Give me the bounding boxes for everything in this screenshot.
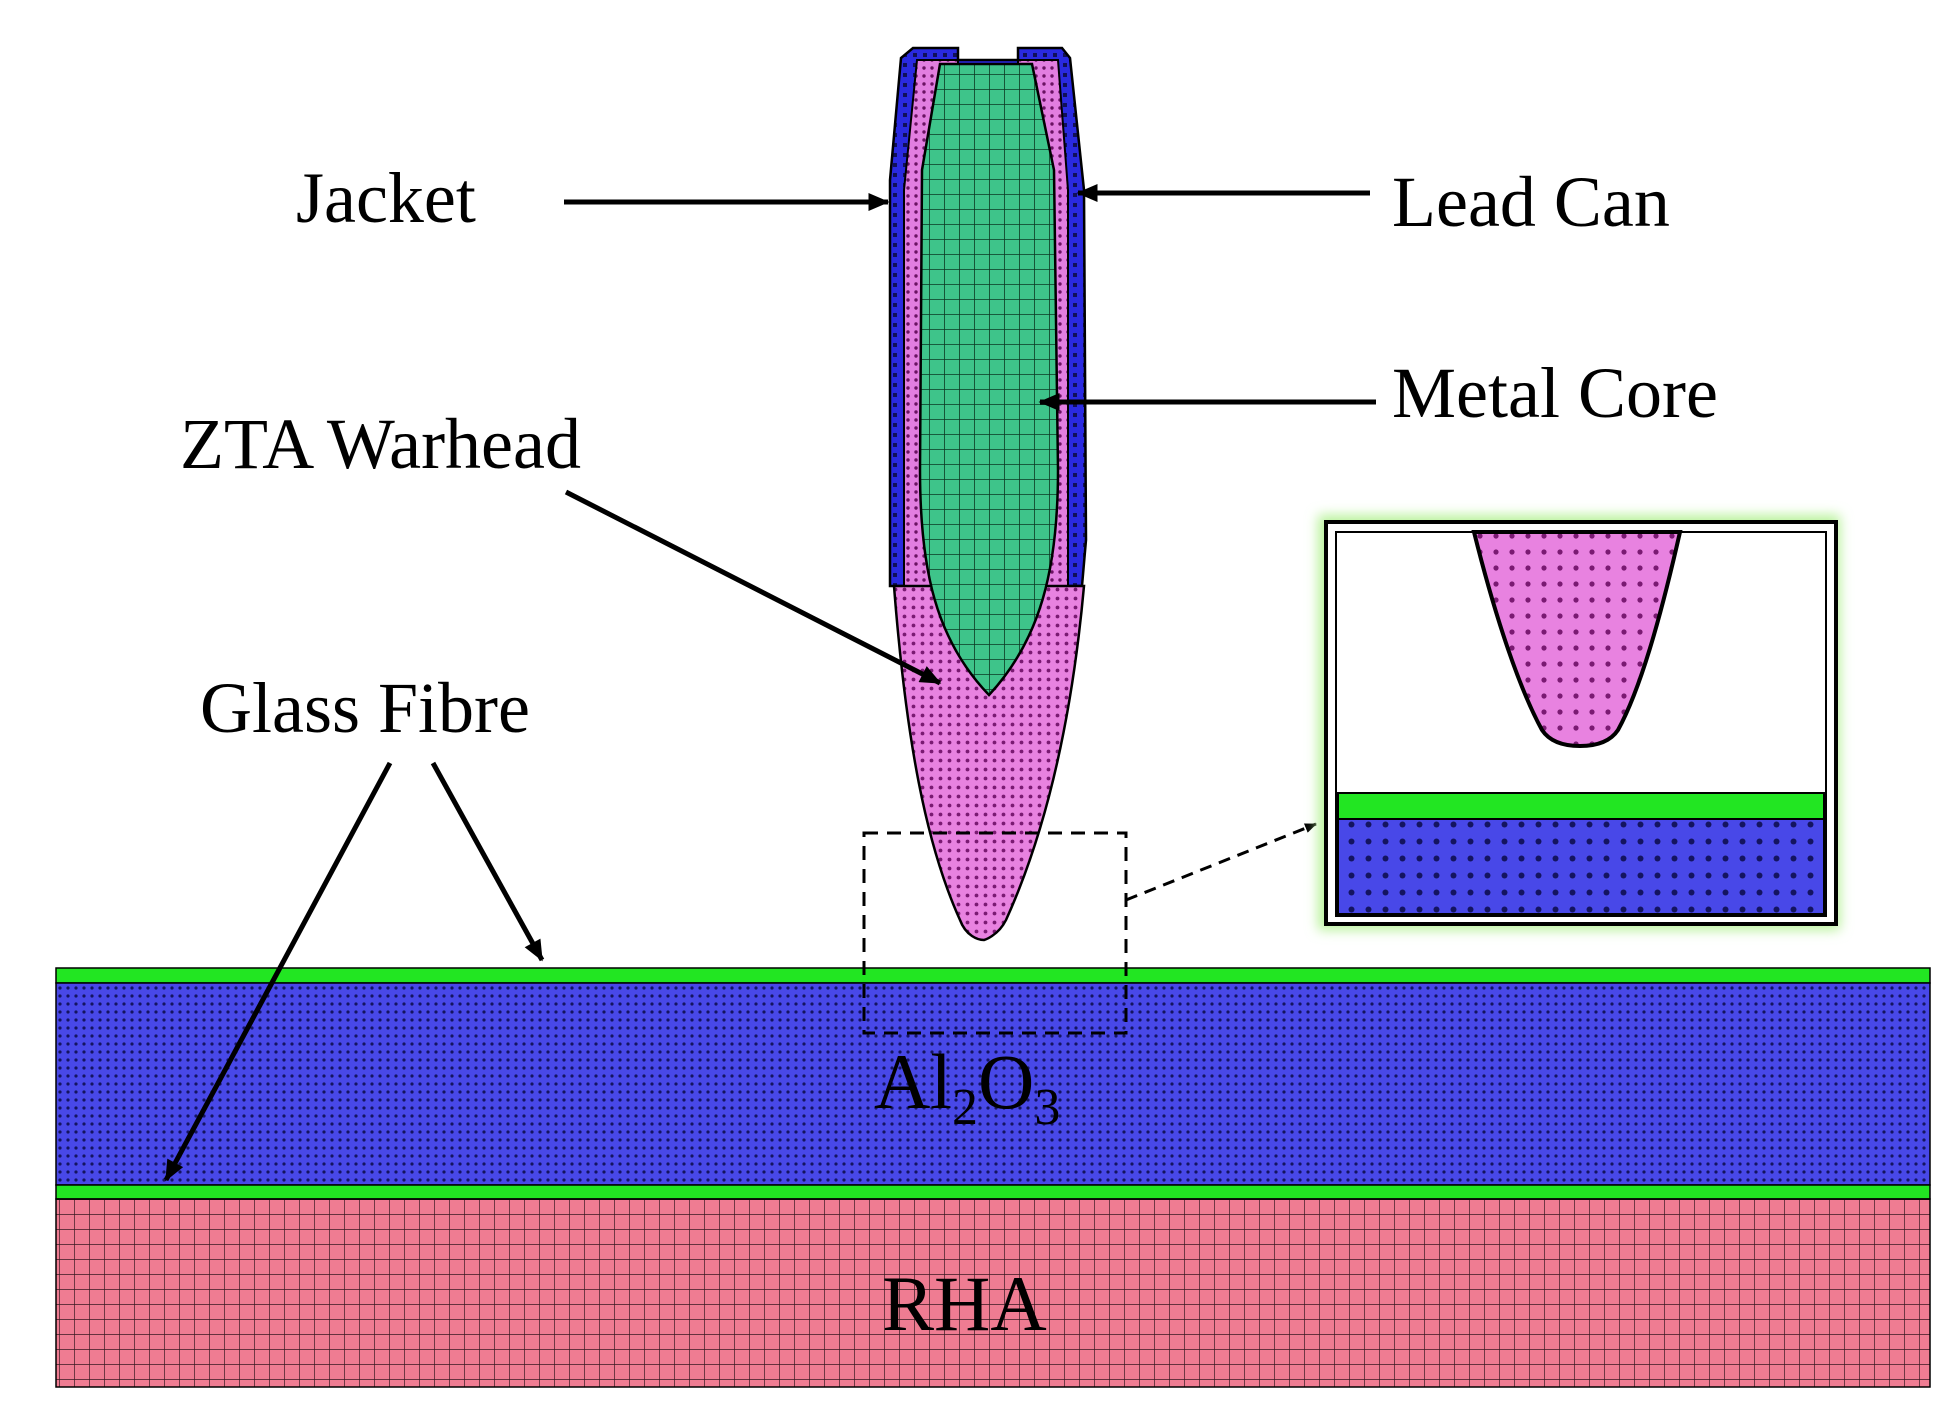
zta-warhead-label: ZTA Warhead — [180, 404, 581, 484]
al2o3-label-al: Al — [874, 1038, 952, 1125]
glass-fibre-top-layer — [55, 967, 1931, 984]
label-arrows — [163, 184, 1376, 1182]
text-labels: Jacket Lead Can Metal Core ZTA Warhead G… — [180, 158, 1718, 1347]
inset-zoom-view — [1318, 515, 1840, 930]
zta-warhead — [892, 584, 1086, 942]
rha-layer — [55, 1198, 1931, 1388]
al2o3-label-o: O — [978, 1038, 1034, 1125]
al2o3-layer — [55, 982, 1931, 1186]
rha-label: RHA — [882, 1260, 1047, 1347]
armor-target — [55, 967, 1931, 1388]
inset-glass-fibre — [1337, 792, 1825, 820]
metal-core — [918, 62, 1060, 697]
jacket-label: Jacket — [296, 158, 476, 238]
metal-core-label: Metal Core — [1392, 353, 1718, 433]
glass-fibre-label: Glass Fibre — [200, 668, 530, 748]
projectile — [888, 46, 1088, 942]
lead-can-label: Lead Can — [1392, 162, 1670, 242]
glass-fibre-arrow-left-icon — [163, 761, 393, 1182]
al2o3-label: Al2O3 — [874, 1038, 1060, 1136]
al2o3-label-sub1: 2 — [952, 1079, 978, 1136]
zta-warhead-arrow-icon — [564, 489, 942, 686]
zoom-arrow-icon — [1125, 822, 1317, 902]
inset-al2o3 — [1337, 818, 1825, 915]
al2o3-label-sub2: 3 — [1034, 1079, 1060, 1136]
glass-fibre-bottom-layer — [55, 1184, 1931, 1200]
glass-fibre-arrow-right-icon — [430, 761, 545, 962]
inset-warhead-tip — [1471, 530, 1683, 749]
